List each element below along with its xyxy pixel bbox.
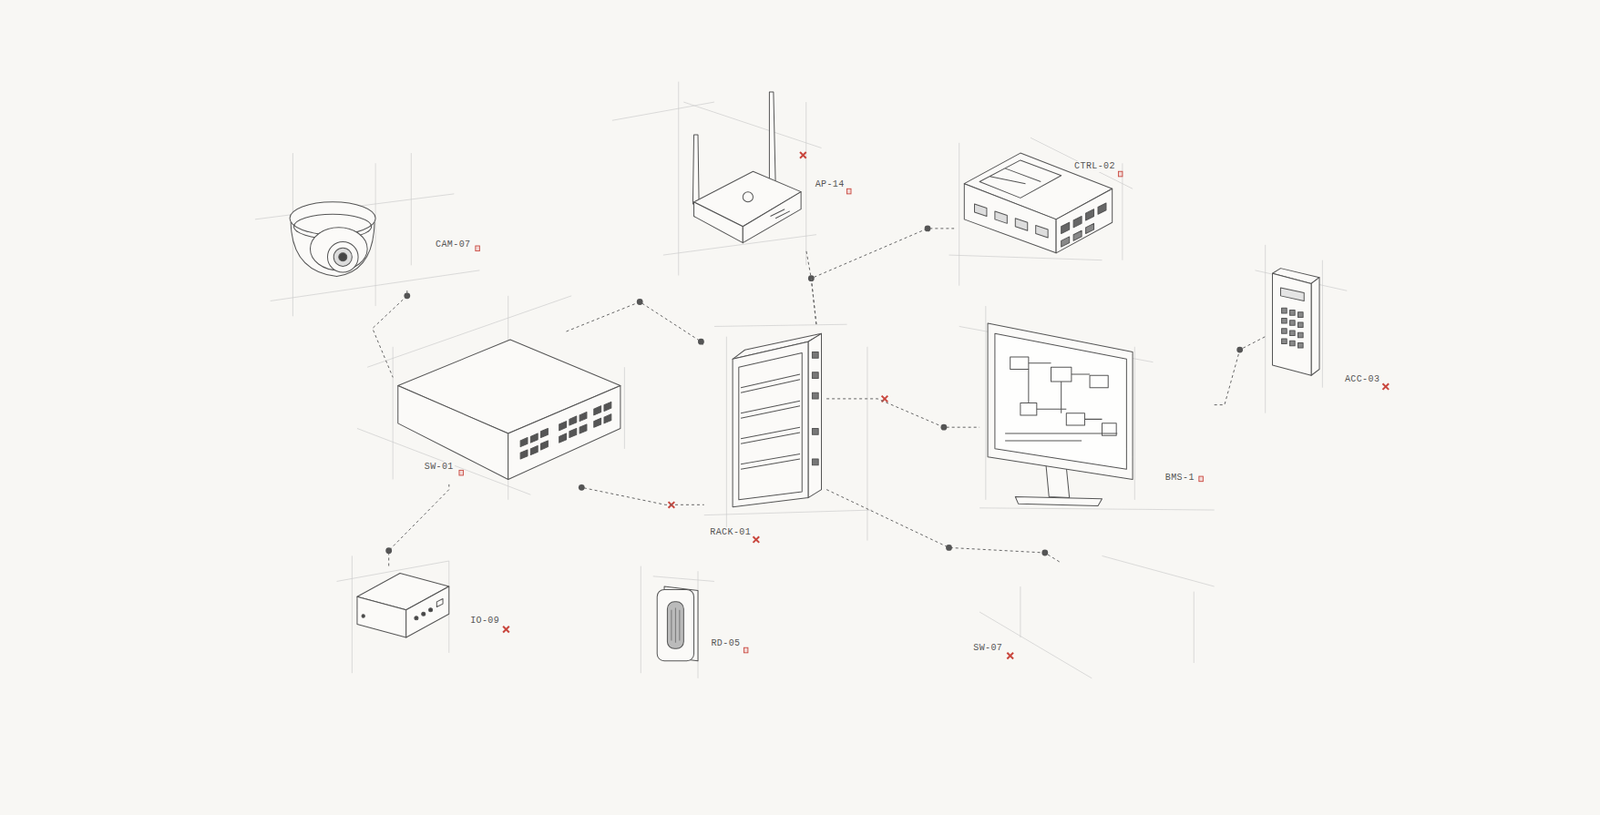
dashed-link: [810, 228, 954, 325]
status-marks: [459, 152, 1389, 660]
device-label: CTRL-02: [1073, 161, 1117, 173]
link-dot: [697, 338, 705, 346]
link-dot: [403, 292, 411, 299]
link-dot: [1041, 550, 1048, 557]
device-label: RD-05: [709, 638, 741, 650]
device-node: BMS-1: [979, 317, 1215, 508]
construction-lines: [255, 82, 1347, 679]
device-node: CAM-07: [275, 194, 490, 291]
dashed-link: [389, 484, 450, 567]
device-label: SW-07: [972, 643, 1004, 655]
link-dot: [385, 547, 392, 554]
device-label: BMS-1: [1164, 472, 1196, 484]
dashed-link: [581, 484, 704, 505]
link-dot: [941, 424, 948, 431]
device-drawings: [289, 92, 1320, 662]
device-node: CTRL-02: [953, 137, 1128, 256]
link-dot: [636, 298, 644, 306]
device-label: ACC-03: [1343, 374, 1381, 386]
device-label: AP-14: [814, 179, 846, 191]
device-node: IO-09: [349, 566, 511, 644]
device-label: IO-09: [469, 615, 501, 627]
fault-cross: [502, 152, 1389, 660]
dashed-link: [566, 302, 705, 348]
device-node: RACK-01: [704, 324, 827, 546]
device-node: AP-14: [678, 86, 852, 250]
link-dot: [1236, 347, 1243, 354]
device-node: RD-05: [650, 581, 750, 668]
status-square: [459, 171, 1203, 654]
dashed-link: [1214, 337, 1266, 406]
device-label: SW-01: [423, 461, 455, 473]
dashed-link: [826, 399, 980, 428]
device-label: CAM-07: [434, 239, 472, 251]
device-label: RACK-01: [708, 527, 752, 539]
link-dot: [578, 484, 585, 492]
device-node: SW-07: [967, 563, 1197, 674]
dashed-link: [372, 290, 408, 378]
link-dot: [924, 225, 932, 233]
dashed-link: [826, 490, 1062, 565]
device-node: SW-01: [392, 331, 628, 485]
device-node: ACC-03: [1265, 263, 1394, 390]
link-dot: [945, 544, 953, 552]
